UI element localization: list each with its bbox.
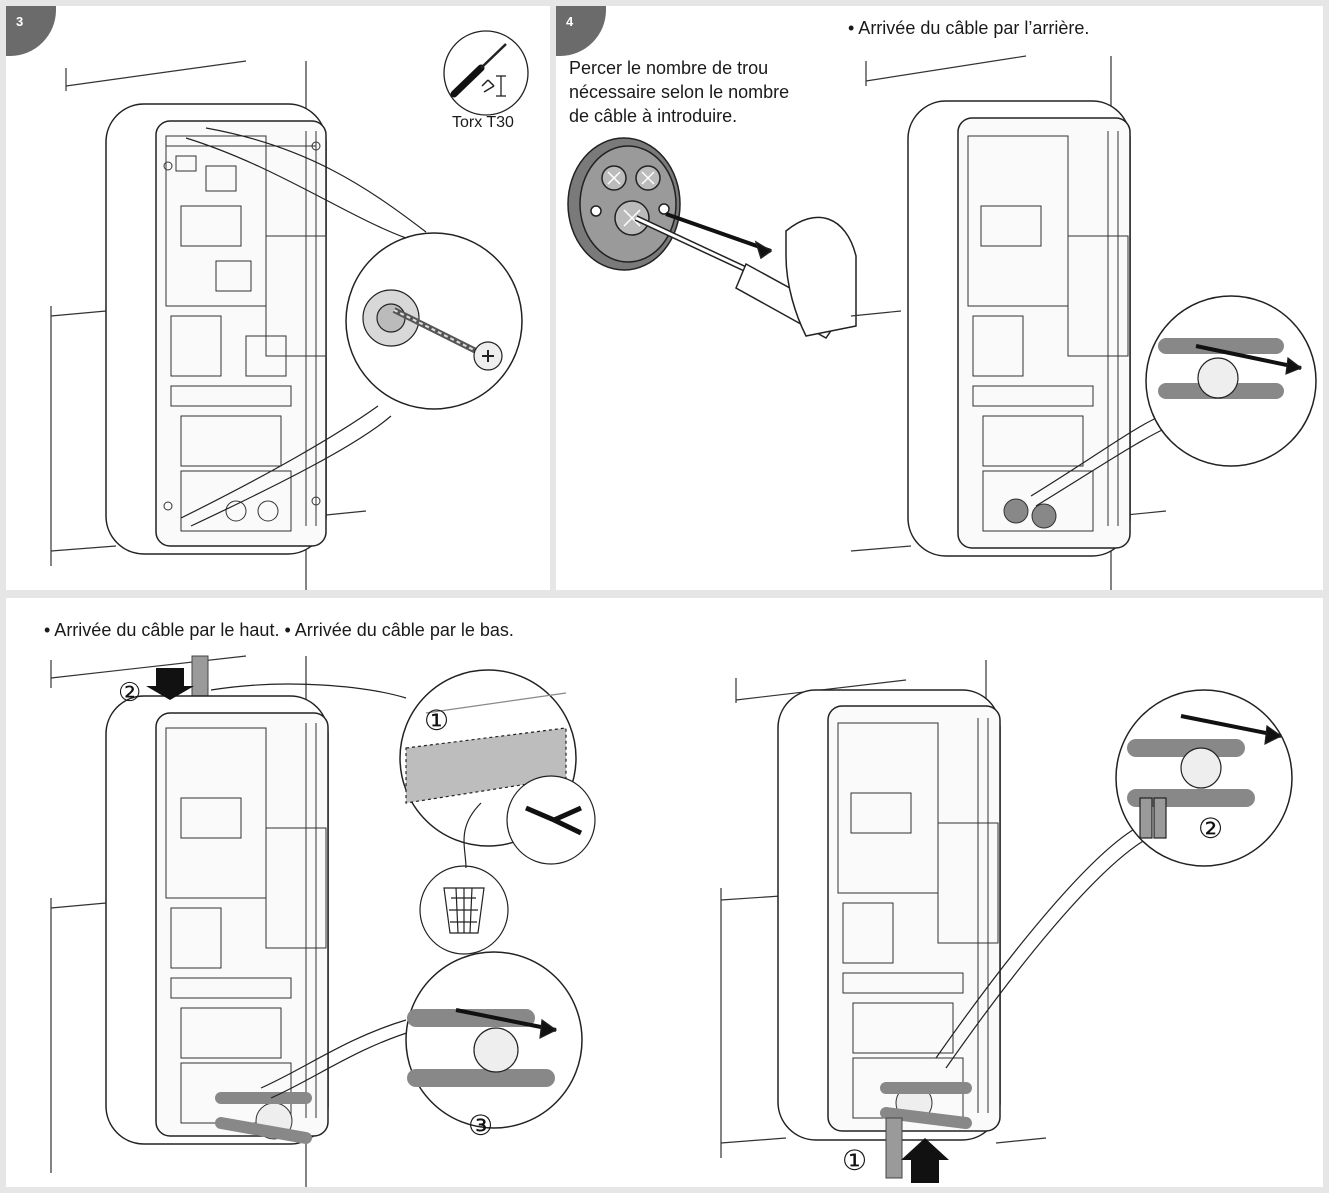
rear-entry-label: • Arrivée du câble par l’arrière. <box>848 18 1090 38</box>
circuit-detail-bottom <box>837 718 999 1129</box>
drill-instruction-line-2: nécessaire selon le nombre <box>569 82 790 102</box>
charger-body-bottom <box>777 689 1001 1141</box>
step-number-4: 4 <box>566 14 574 29</box>
callout-bottom-1: ① <box>842 1144 867 1177</box>
screwdriver-hand <box>634 212 857 339</box>
step-5-illustration: ② ① ③ <box>50 655 1293 1187</box>
callout-top-2: ② <box>118 678 141 708</box>
cable-bottom-zoom-callout <box>260 951 583 1129</box>
screw-zoom-callout <box>180 127 523 527</box>
callout-top-1: ① <box>424 704 449 737</box>
circuit-detail <box>967 131 1129 532</box>
step-badge-4: 4 <box>556 6 606 56</box>
membrane-zoom-callout <box>210 669 596 955</box>
circuit-detail-top <box>165 723 327 1144</box>
arrow-down-icon <box>146 668 194 700</box>
drill-instruction-line-1: Percer le nombre de trou <box>569 58 769 78</box>
rear-cable-zoom-callout <box>1030 295 1317 507</box>
tool-label: Torx T30 <box>452 114 514 131</box>
step-badge-3: 3 <box>6 6 56 56</box>
charger-body-top <box>105 695 329 1145</box>
step-3-illustration <box>50 30 529 590</box>
cable-bottom <box>885 1117 903 1179</box>
step-4-panel: 4 Percer le nombre de trou nécessaire se… <box>556 6 1323 590</box>
step-3-panel: 3 <box>6 6 550 590</box>
screwdriver-torx-icon <box>443 30 529 116</box>
charger-body <box>105 103 327 555</box>
wall-lines-bottom <box>720 660 1047 1158</box>
top-bottom-entry-label: • Arrivée du câble par le haut. • Arrivé… <box>44 620 514 640</box>
step-number-3: 3 <box>16 14 24 29</box>
grommet-disc <box>567 137 681 271</box>
circuit-detail <box>163 131 327 532</box>
bottom-cable-zoom-callout <box>935 689 1293 1069</box>
charger-body <box>907 100 1131 557</box>
drill-instruction-line-3: de câble à introduire. <box>569 106 738 126</box>
step-4-illustration <box>567 55 1317 590</box>
arrow-up-icon <box>901 1138 949 1183</box>
step-5-panel: • Arrivée du câble par le haut. • Arrivé… <box>6 598 1323 1187</box>
callout-bottom-2: ② <box>1198 812 1223 845</box>
callout-top-3: ③ <box>468 1109 493 1142</box>
